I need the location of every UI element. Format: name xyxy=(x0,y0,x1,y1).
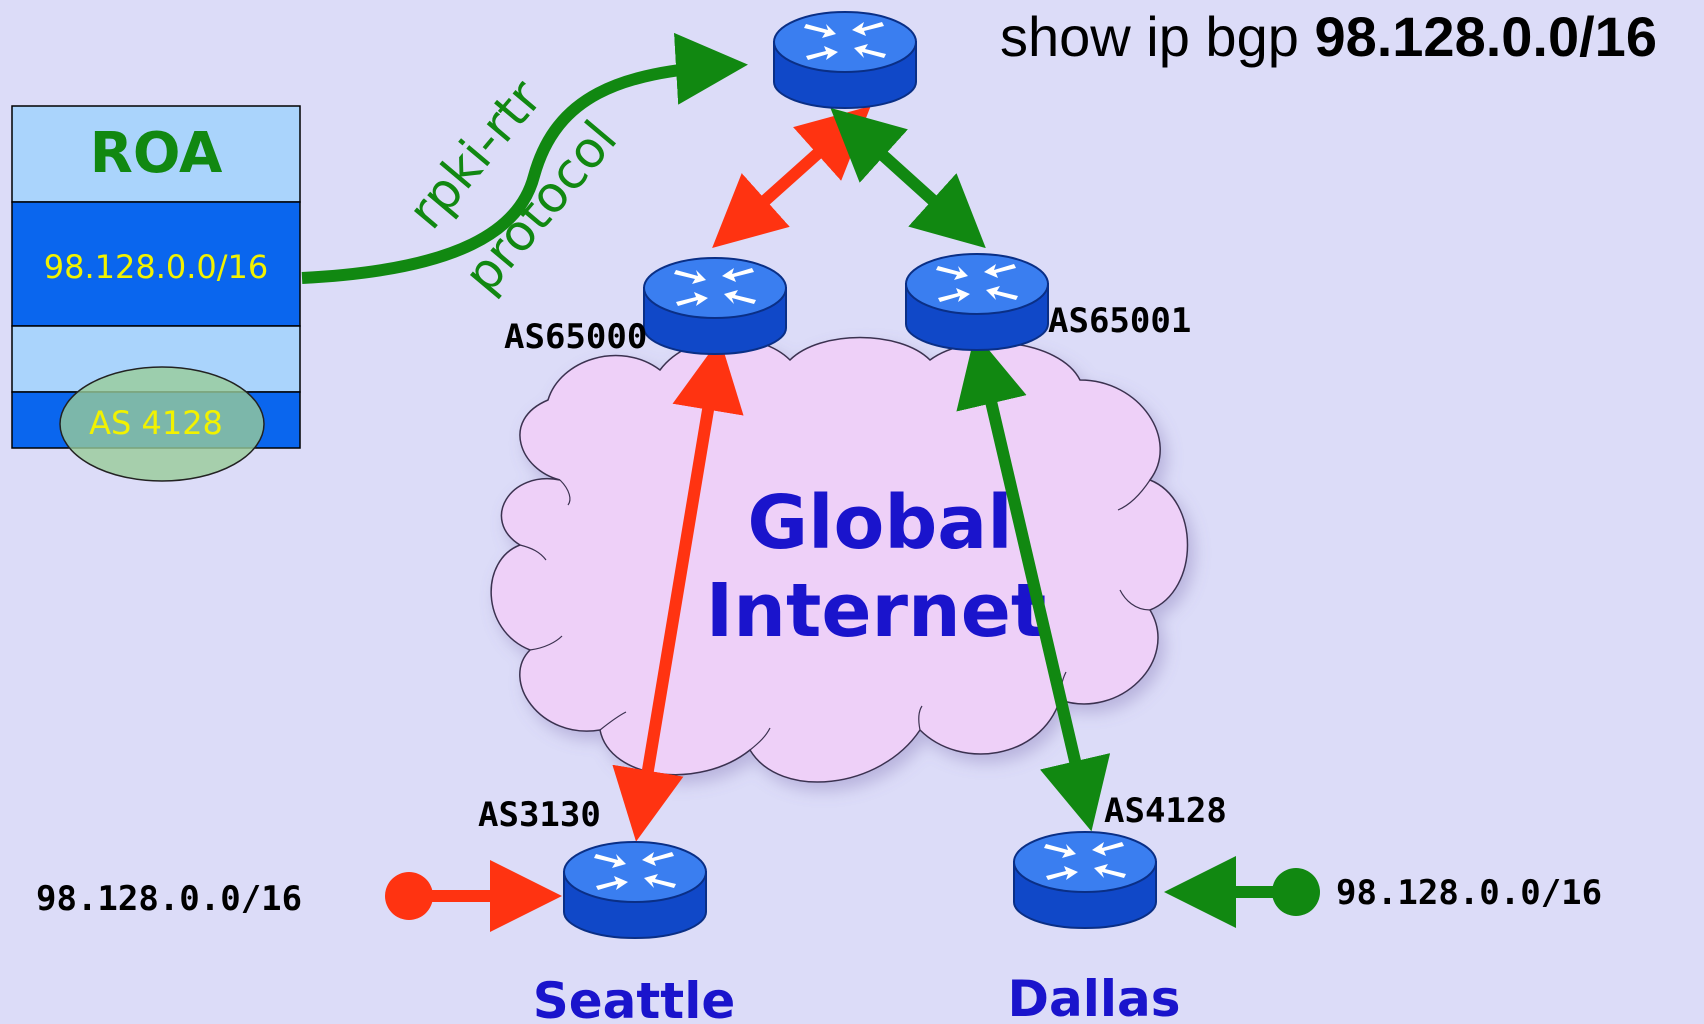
command-line: show ip bgp 98.128.0.0/16 xyxy=(1000,5,1657,68)
label-as3130: AS3130 xyxy=(478,795,601,835)
dallas-announcement xyxy=(1164,856,1320,928)
dallas-prefix: 98.128.0.0/16 xyxy=(1336,873,1602,913)
link-top-to-as65000 xyxy=(712,105,871,249)
label-as65001: AS65001 xyxy=(1048,301,1191,341)
router-as65001-icon xyxy=(905,253,1049,351)
link-as65001-to-dallas xyxy=(956,333,1111,832)
rpki-rtr-connection xyxy=(301,32,748,284)
cloud-label-line2: Internet xyxy=(706,568,1047,654)
seattle-announcement xyxy=(385,860,562,932)
roa-box: ROA 98.128.0.0/16 AS 4128 xyxy=(11,105,301,482)
router-as65000-icon xyxy=(643,257,787,355)
city-seattle: Seattle xyxy=(533,972,736,1024)
command-prefix: show ip bgp xyxy=(1000,5,1314,68)
router-seattle-icon xyxy=(563,841,707,939)
link-top-to-as65001 xyxy=(830,107,986,249)
roa-prefix: 98.128.0.0/16 xyxy=(44,248,269,286)
roa-asn: AS 4128 xyxy=(89,404,223,442)
label-as4128: AS4128 xyxy=(1104,791,1227,831)
label-as65000: AS65000 xyxy=(504,317,647,357)
link-as65000-to-seattle xyxy=(612,338,744,842)
router-top-icon xyxy=(773,11,917,109)
roa-asn-highlight xyxy=(59,366,265,482)
city-dallas: Dallas xyxy=(1007,970,1180,1024)
cloud-label-line1: Global xyxy=(747,480,1012,566)
roa-title: ROA xyxy=(90,121,223,186)
seattle-prefix: 98.128.0.0/16 xyxy=(36,879,302,919)
router-dallas-icon xyxy=(1013,831,1157,929)
command-prefix-arg: 98.128.0.0/16 xyxy=(1314,5,1657,68)
